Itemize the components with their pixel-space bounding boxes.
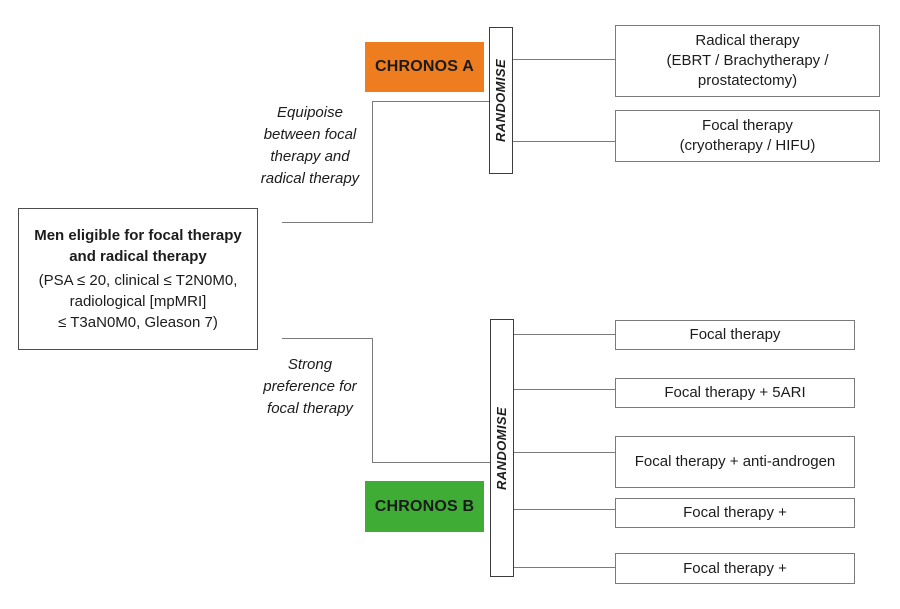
arm-focal-therapy-box: Focal therapy <box>615 320 855 350</box>
connector-randomise-a-arm2 <box>513 141 615 142</box>
chronos-a-label: CHRONOS A <box>375 58 474 75</box>
arm-focal-plus-1-box: Focal therapy + <box>615 498 855 528</box>
eligibility-title: Men eligible for focal therapy and radic… <box>34 227 242 265</box>
chronos-b-box: CHRONOS B <box>365 481 484 532</box>
arm-focal-plus-2-box: Focal therapy + <box>615 553 855 584</box>
randomise-a-label: RANDOMISE <box>493 58 509 143</box>
connector-eligibility-to-b <box>282 338 373 339</box>
connector-b-to-randomise <box>373 462 490 463</box>
arm-focal-therapy-hifu-box: Focal therapy (cryotherapy / HIFU) <box>615 110 880 162</box>
connector-randomise-b-arm2 <box>514 389 615 390</box>
connector-randomise-b-arm1 <box>514 334 615 335</box>
connector-b-vertical <box>372 338 373 463</box>
randomise-a-box: RANDOMISE <box>489 27 513 174</box>
connector-eligibility-to-a <box>282 222 373 223</box>
connector-a-vertical <box>372 101 373 223</box>
eligibility-criteria: (PSA ≤ 20, clinical ≤ T2N0M0, radiologic… <box>38 272 238 331</box>
randomise-b-box: RANDOMISE <box>490 319 514 577</box>
eligibility-box: Men eligible for focal therapy and radic… <box>18 208 258 350</box>
connector-a-to-randomise <box>373 101 489 102</box>
connector-randomise-b-arm4 <box>514 509 615 510</box>
arm-radical-therapy-box: Radical therapy (EBRT / Brachytherapy / … <box>615 25 880 97</box>
equipoise-note: Equipoise between focal therapy and radi… <box>260 104 360 187</box>
connector-randomise-b-arm3 <box>514 452 615 453</box>
connector-randomise-b-arm5 <box>514 567 615 568</box>
randomise-b-label: RANDOMISE <box>494 406 510 490</box>
chronos-b-label: CHRONOS B <box>374 497 475 515</box>
arm-focal-5ari-box: Focal therapy + 5ARI <box>615 378 855 408</box>
arm-focal-anti-androgen-box: Focal therapy + anti-androgen <box>615 436 855 488</box>
chronos-a-box: CHRONOS A <box>365 42 484 92</box>
connector-randomise-a-arm1 <box>513 59 615 60</box>
preference-note: Strong preference for focal therapy <box>263 356 357 417</box>
